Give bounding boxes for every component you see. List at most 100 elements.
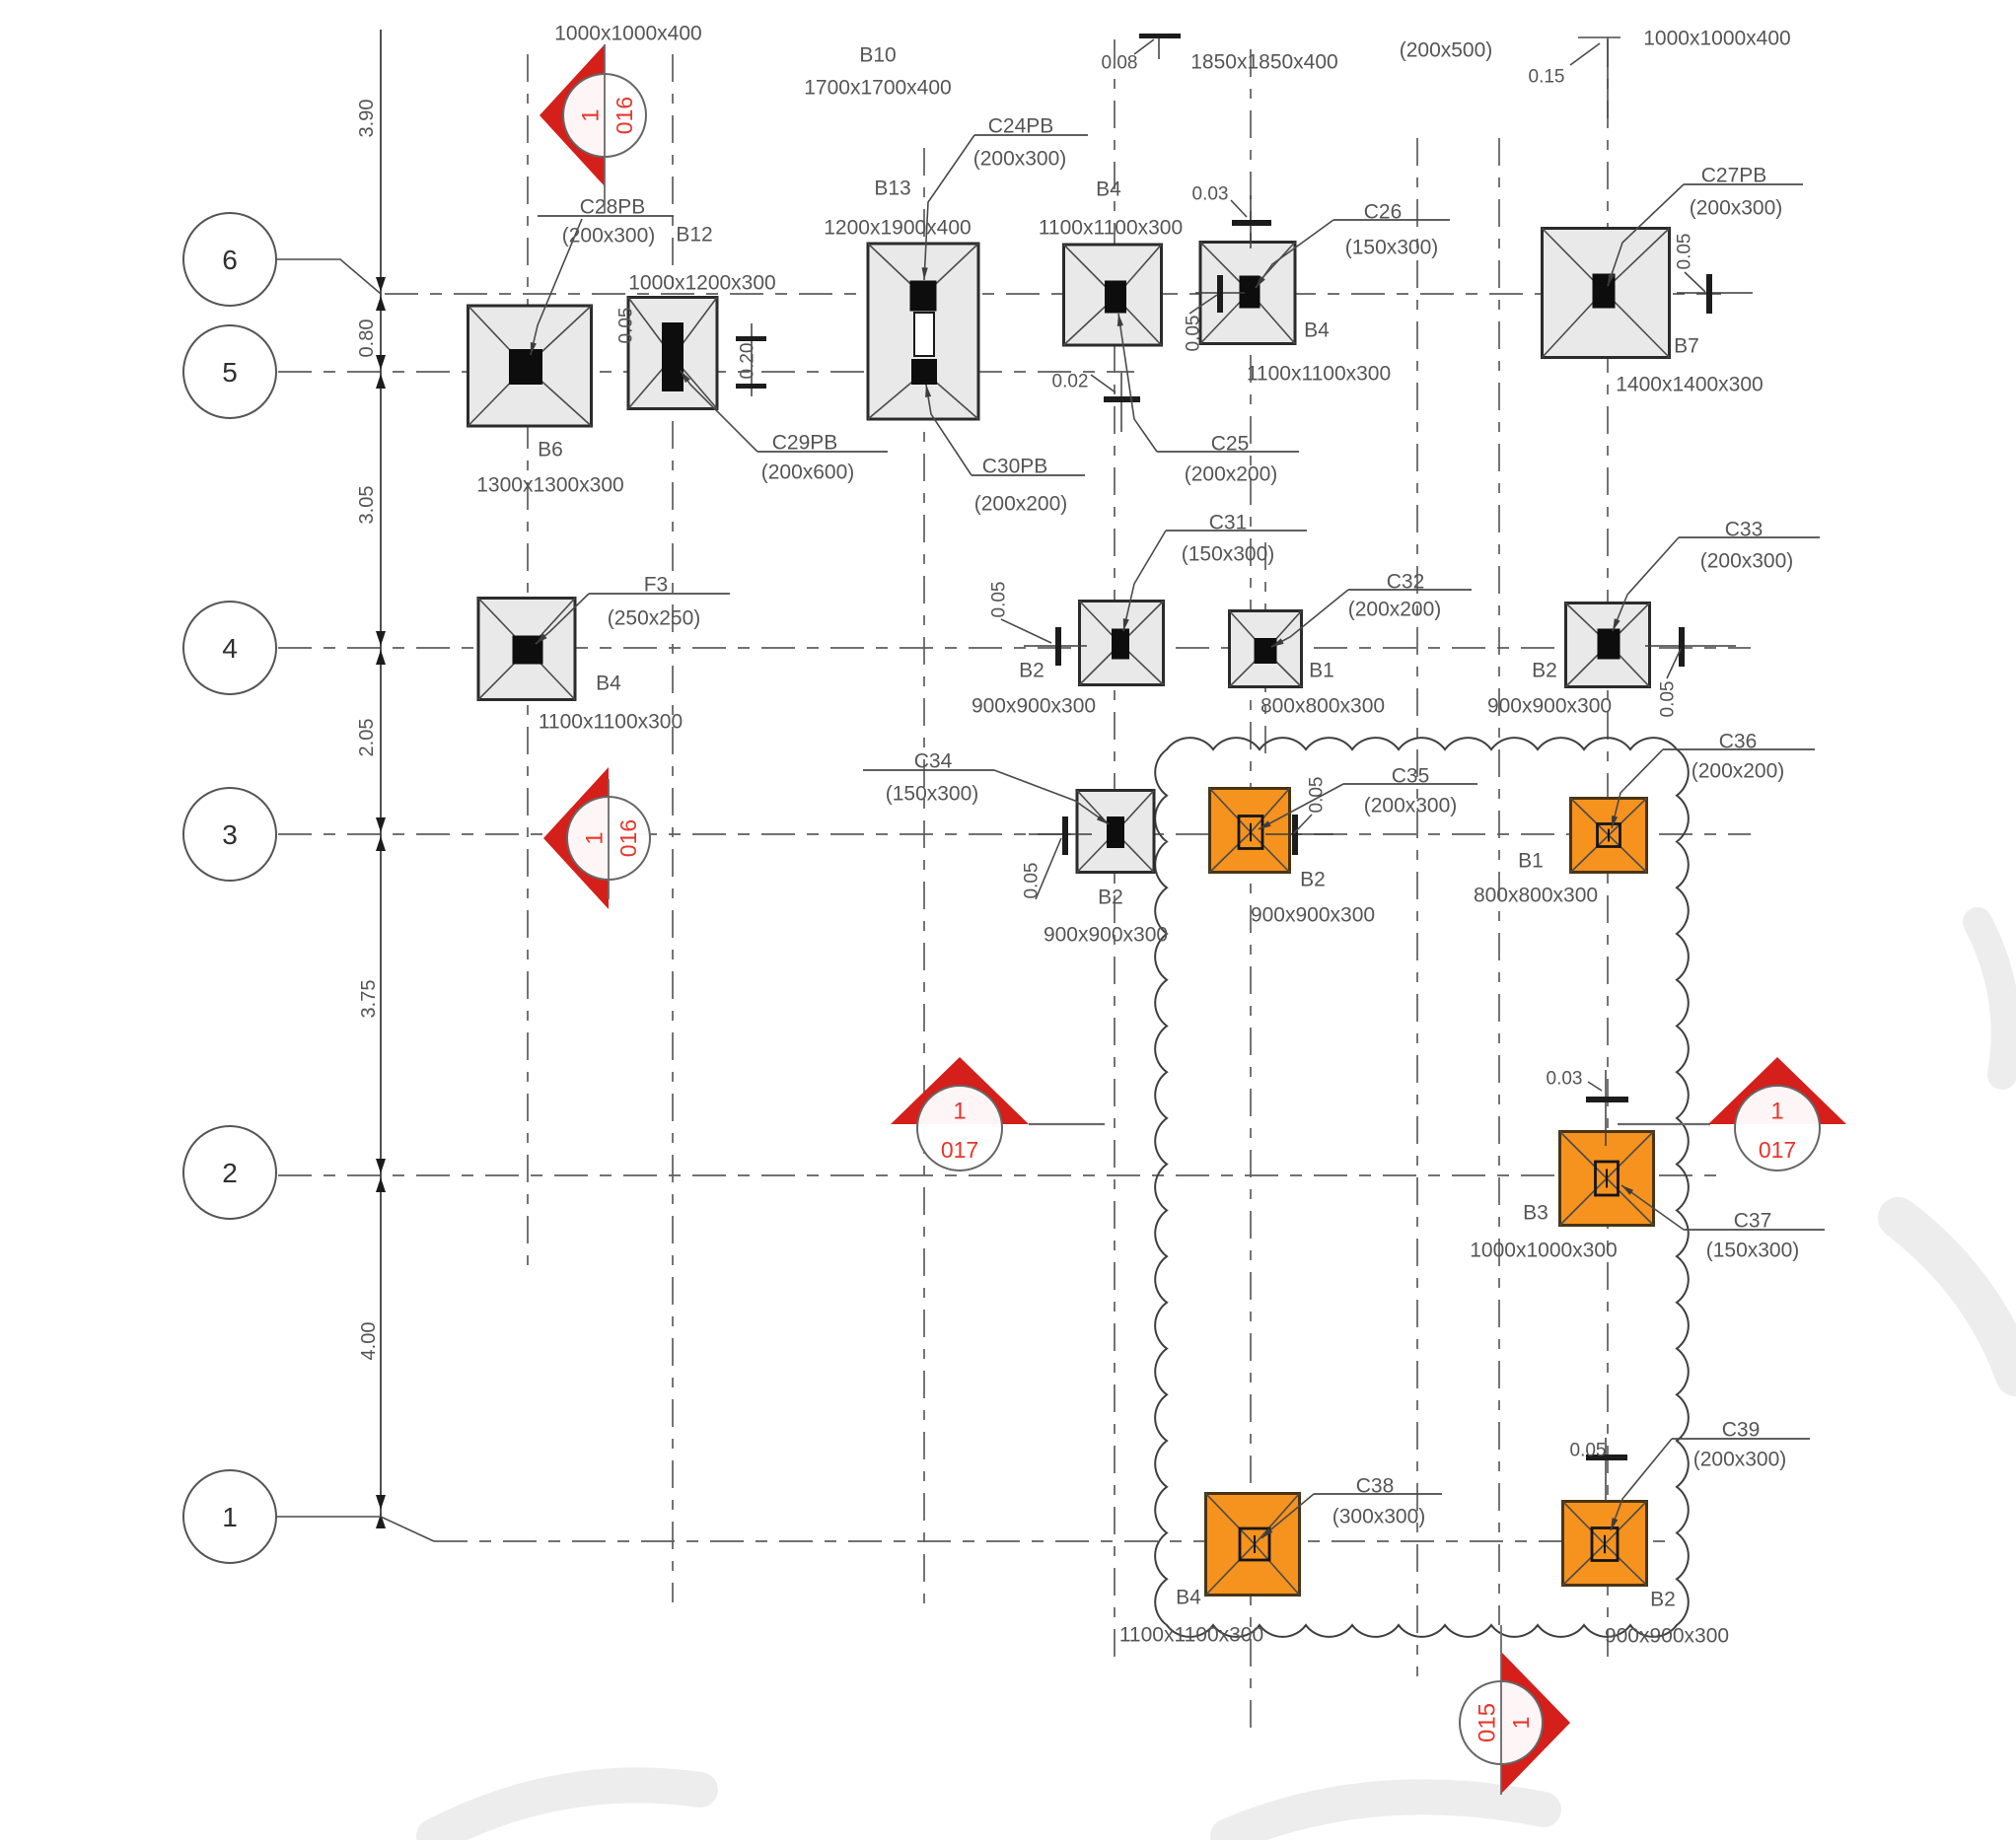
level-tick <box>1586 1070 1628 1146</box>
tag-leader <box>993 769 1110 825</box>
footing-diagonal <box>1608 797 1648 836</box>
dim-arrow <box>376 1514 386 1528</box>
marker-sheet: 017 <box>1759 1137 1796 1163</box>
column-tag-C39: C39(200x300) <box>1610 1418 1810 1531</box>
dim-arrow <box>376 1177 386 1192</box>
footing-B6 <box>467 304 593 428</box>
watermark-swoosh <box>1963 907 2016 1090</box>
text-label: B10 <box>859 43 896 66</box>
tag-name: C35 <box>1392 764 1430 787</box>
leader-arrowhead <box>1613 618 1620 631</box>
level-tick <box>1024 627 1087 666</box>
tag-leader <box>1612 536 1680 632</box>
tag-size: (150x300) <box>1182 542 1275 565</box>
text-label: 1300x1300x300 <box>476 473 623 496</box>
footings-layer <box>467 227 1671 1597</box>
text-label: B3 <box>1523 1201 1548 1224</box>
column-tag-C31: C31(150x300) <box>1122 511 1307 632</box>
tick-bar <box>1062 816 1068 855</box>
tag-name: C24PB <box>988 114 1054 137</box>
text-label: B1 <box>1518 849 1544 872</box>
text-label: 1850x1850x400 <box>1190 50 1337 73</box>
annotation-layer: C28PB(200x300)C24PB(200x300)C29PB(200x60… <box>276 22 1825 1647</box>
dim-text: 3.05 <box>356 486 378 525</box>
column-filled <box>1239 275 1260 309</box>
footing-diagonal <box>1254 1492 1301 1545</box>
misc-line <box>1230 199 1248 218</box>
tick-bar <box>1679 627 1685 667</box>
tag-name: C25 <box>1211 432 1250 455</box>
text-label: B4 <box>1096 177 1121 200</box>
footing-B12 <box>626 296 719 410</box>
tag-leader <box>1607 183 1685 287</box>
tag-name: F3 <box>644 573 669 596</box>
watermark-swoosh <box>416 1767 718 1845</box>
marker-number: 1 <box>577 108 604 121</box>
footing-B4-c <box>476 597 577 701</box>
column-tag-C30PB: C30PB(200x200) <box>925 384 1085 515</box>
text-label: B2 <box>1650 1588 1676 1610</box>
watermark-layer <box>416 907 2016 1845</box>
column-tag-C32: C32(200x200) <box>1270 570 1472 648</box>
text-label: 0.05 <box>1570 1441 1607 1461</box>
marker-circle <box>916 1085 1003 1171</box>
tick-bar <box>736 384 766 389</box>
bubble-circle <box>182 1469 277 1564</box>
tick-bar <box>1232 220 1271 226</box>
tag-name: C37 <box>1734 1209 1772 1232</box>
text-label: B4 <box>596 672 621 694</box>
marker-sheet: 017 <box>941 1137 978 1163</box>
tag-name: C32 <box>1387 570 1425 593</box>
text-label: 0.08 <box>1102 53 1138 74</box>
text-label: 1000x1000x400 <box>1643 27 1790 49</box>
level-tick <box>1645 627 1736 667</box>
tag-name: C38 <box>1356 1474 1395 1497</box>
column-filled <box>1107 816 1124 848</box>
leader-arrowhead <box>1621 1185 1634 1195</box>
tag-name: C28PB <box>580 195 646 218</box>
text-label: B4 <box>1304 319 1330 341</box>
column-tag-C38: C38(300x300) <box>1260 1474 1442 1539</box>
misc-line <box>1035 837 1062 900</box>
text-label: B2 <box>1300 868 1326 890</box>
misc-line <box>1090 374 1116 393</box>
text-label: (200x500) <box>1400 38 1493 61</box>
text-label: B2 <box>1532 659 1557 681</box>
leader-arrowhead <box>1256 275 1265 288</box>
dim-arrow <box>376 631 386 646</box>
footing-diagonal <box>1250 787 1291 833</box>
text-label: B13 <box>874 177 910 199</box>
level-tick <box>736 384 766 389</box>
column-tag-C24PB: C24PB(200x300) <box>921 114 1088 281</box>
tag-size: (200x300) <box>1700 549 1794 572</box>
marker-circle <box>1734 1085 1821 1171</box>
column-filled <box>662 322 684 391</box>
footing-diagonal <box>1558 1130 1608 1179</box>
text-label: 900x900x300 <box>1605 1624 1729 1647</box>
column-tag-C36: C36(200x200) <box>1611 730 1815 829</box>
column-hollow <box>1238 1526 1271 1562</box>
level-tick <box>1029 816 1092 855</box>
dim-text: 2.05 <box>356 719 378 757</box>
text-label: 0.05 <box>1658 681 1679 718</box>
tag-leader <box>1117 313 1158 453</box>
column-tag-C29PB: C29PB(200x600) <box>680 370 888 483</box>
column-tag-C33: C33(200x300) <box>1612 518 1820 632</box>
dim-arrow <box>376 1159 386 1173</box>
tag-size: (200x300) <box>1693 1448 1787 1470</box>
column-hollow <box>1237 815 1264 850</box>
marker-sheet: 1 <box>1508 1717 1534 1730</box>
grid-bubble-6: 6 <box>182 212 277 307</box>
dim-text: 3.90 <box>356 100 378 138</box>
footing-diagonal <box>1558 1177 1608 1227</box>
column-tag-C25: C25(200x200) <box>1116 313 1299 485</box>
dim-arrow <box>376 836 386 851</box>
column-tag-C27PB: C27PB(200x300) <box>1607 164 1803 287</box>
dim-arrow <box>376 277 386 292</box>
footing-B2-c <box>1075 789 1156 874</box>
text-label: 900x900x300 <box>1487 694 1612 717</box>
